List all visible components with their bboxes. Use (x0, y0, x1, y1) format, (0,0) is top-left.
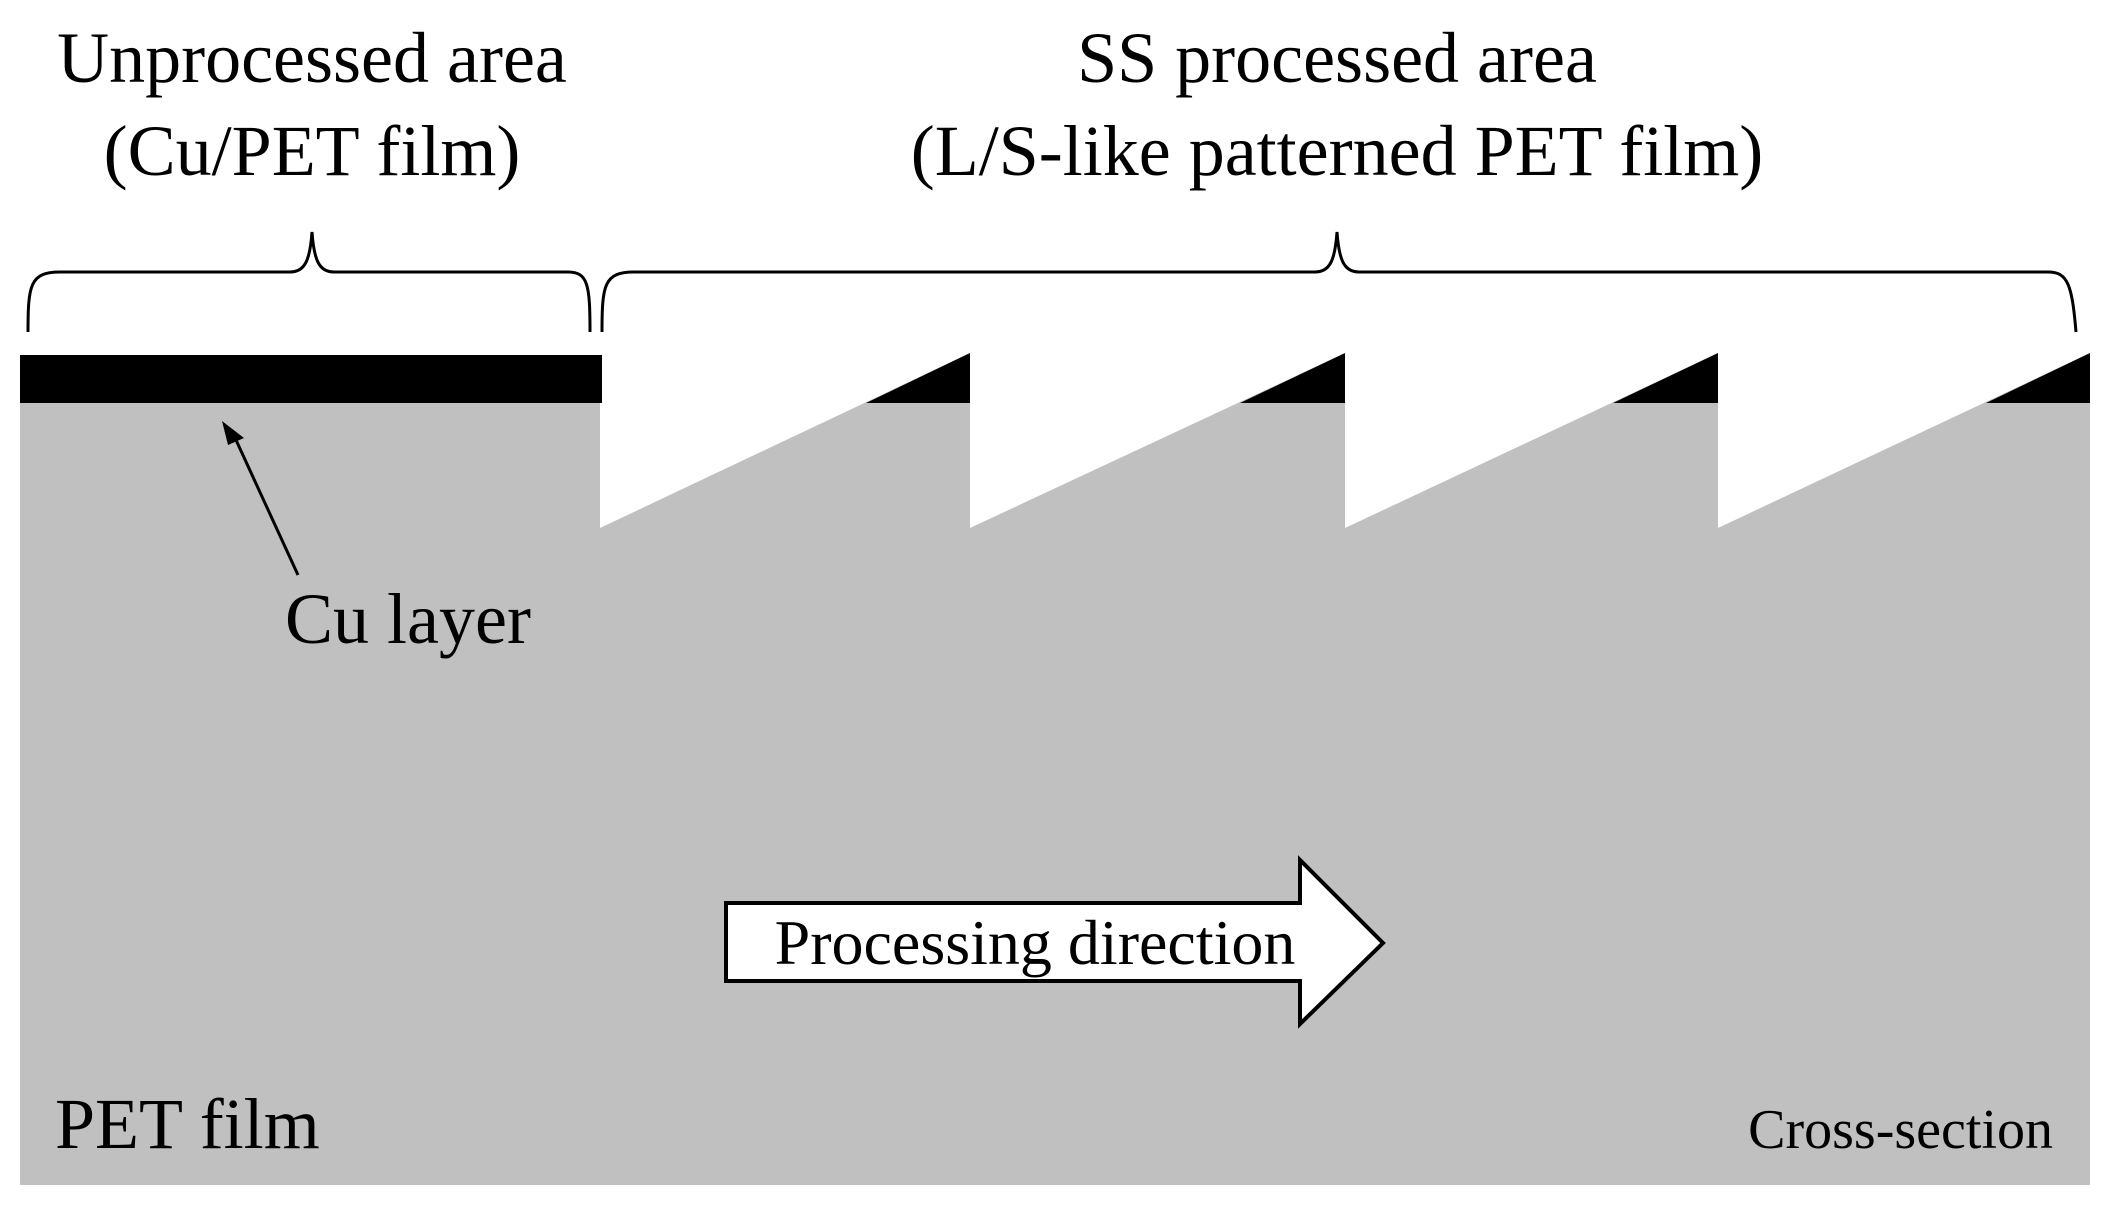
brace-processed (600, 231, 2078, 333)
unprocessed-title-line2: (Cu/PET film) (104, 111, 521, 191)
cu-residual-segment-3 (1613, 353, 1718, 403)
cu-residual-segment-4 (1986, 353, 2090, 403)
brace-unprocessed (26, 231, 592, 333)
cu-layer-pointer-arrowhead (222, 421, 244, 445)
cu-residual-segment-2 (1240, 353, 1345, 403)
cu-layer-label: Cu layer (285, 579, 531, 659)
unprocessed-title-line1: Unprocessed area (57, 18, 567, 98)
cu-layer-pointer-line (234, 439, 300, 576)
processing-direction-label: Processing direction (775, 907, 1296, 978)
cross-section-label: Cross-section (1748, 1099, 2053, 1161)
pet-film-label: PET film (55, 1084, 320, 1164)
processed-title-line1: SS processed area (1077, 18, 1597, 98)
cu-layer-unprocessed (20, 355, 602, 403)
pet-film-body (20, 353, 2090, 1185)
processing-direction-arrow (724, 855, 1386, 1029)
cu-residual-segment-1 (866, 353, 970, 403)
processed-title-line2: (L/S-like patterned PET film) (911, 111, 1763, 191)
